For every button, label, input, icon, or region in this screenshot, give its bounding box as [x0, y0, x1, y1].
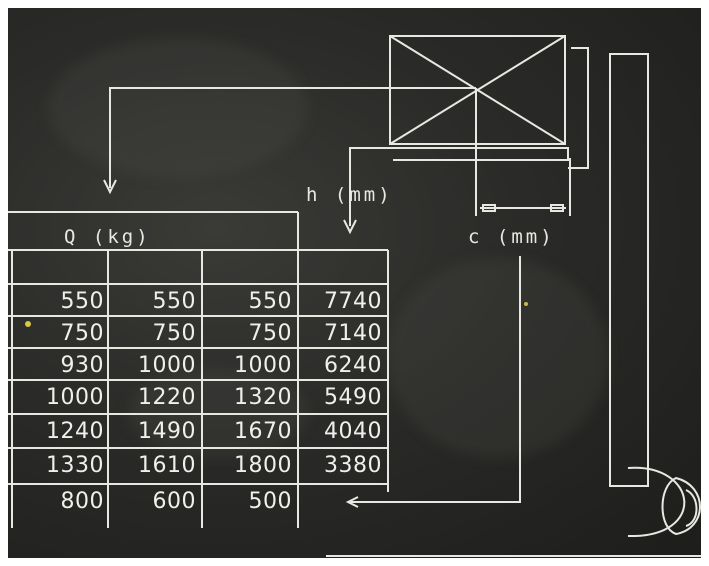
table-cell: 3380	[324, 453, 382, 478]
wheel-outer	[627, 466, 686, 538]
table-cell: 550	[248, 289, 292, 314]
dimension-tick	[550, 204, 564, 212]
table-cell: 1800	[234, 453, 292, 478]
mast-outline	[609, 53, 649, 487]
load-box	[389, 35, 566, 145]
table-cell: 1670	[234, 419, 292, 444]
table-cell: 1240	[46, 419, 104, 444]
table-cell: 1490	[138, 419, 196, 444]
table-cell: 1330	[46, 453, 104, 478]
table-cell: 1220	[138, 385, 196, 410]
surface-stain	[388, 258, 608, 458]
table-cell: 1320	[234, 385, 292, 410]
table-cell: 750	[60, 321, 104, 346]
table-cell: 550	[152, 289, 196, 314]
dust-speck	[25, 321, 31, 327]
table-cell: 1610	[138, 453, 196, 478]
table-cell: 1000	[234, 353, 292, 378]
table-cell: 1000	[138, 353, 196, 378]
height-label: h (mm)	[306, 184, 393, 206]
table-cell: 750	[248, 321, 292, 346]
table-cell: 600	[152, 489, 196, 514]
table-cell: 550	[60, 289, 104, 314]
fork-arm	[568, 47, 589, 169]
center-callout-line	[350, 256, 521, 503]
table-cell: 6240	[324, 353, 382, 378]
wheel-hub	[661, 476, 701, 536]
table-cell: 7140	[324, 321, 382, 346]
table-cell: 930	[60, 353, 104, 378]
load-label: Q (kg)	[64, 226, 151, 248]
table-cell: 1000	[46, 385, 104, 410]
table-cell: 5490	[324, 385, 382, 410]
table-cell: 750	[152, 321, 196, 346]
load-capacity-plate: Q (kg) h (mm) c (mm) 550 550 550 7740 750 750…	[8, 8, 701, 558]
center-arrow-head	[345, 496, 359, 508]
dust-speck	[524, 302, 528, 306]
dimension-tick	[482, 204, 496, 212]
table-cell: 800	[60, 489, 104, 514]
center-label: c (mm)	[468, 226, 555, 248]
table-cell: 4040	[324, 419, 382, 444]
load-box-diagonal	[389, 35, 566, 145]
table-cell: 7740	[324, 289, 382, 314]
height-line	[349, 147, 418, 226]
surface-stain	[48, 38, 308, 178]
wheel-inner	[685, 489, 698, 527]
load-center-line	[109, 87, 476, 188]
table-cell: 500	[248, 489, 292, 514]
plate-line-art	[8, 35, 701, 557]
fork-outline	[393, 147, 569, 161]
height-arrow-head	[343, 219, 357, 235]
load-arrow-head	[103, 179, 117, 195]
